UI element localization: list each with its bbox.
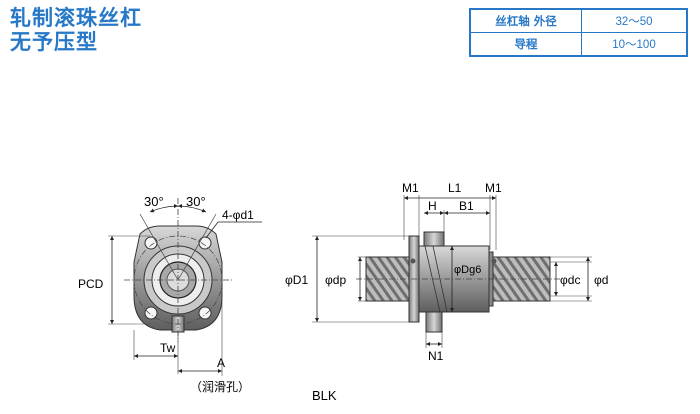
bolt-hole-tr: [198, 236, 212, 250]
n1-label: N1: [428, 349, 444, 363]
bolt-hole-tl: [144, 236, 158, 250]
d1-label: φD1: [285, 273, 308, 287]
pcd-label: PCD: [78, 277, 104, 291]
bolt-hole-br: [198, 306, 212, 320]
model-label: BLK: [312, 388, 337, 403]
a-label: A: [217, 356, 225, 370]
tw-label: Tw: [160, 341, 176, 355]
spec-value-shaft-diameter: 32～50: [581, 8, 688, 33]
side-view: M1 L1 M1 H B1 φD1 φdp φDg6 φdc φd N1: [285, 181, 608, 363]
title-line-2: 无予压型: [10, 30, 98, 54]
bolt-hole-label: 4-φd1: [222, 208, 254, 222]
spec-row-lead: 导程 10～100: [469, 32, 688, 57]
spec-row-shaft-diameter: 丝杠轴 外径 32～50: [469, 8, 688, 33]
spec-label-shaft-diameter: 丝杠轴 外径: [469, 8, 582, 33]
spec-label-lead: 导程: [469, 32, 582, 57]
title-line-1: 轧制滚珠丝杠: [10, 6, 142, 30]
dc-label: φdc: [560, 273, 580, 287]
l1-label: L1: [448, 181, 462, 195]
lube-hole-label: （润滑孔）: [190, 380, 250, 394]
bolt-hole-bl: [144, 306, 158, 320]
m1-left-label: M1: [402, 181, 419, 195]
m1-right-label: M1: [485, 181, 502, 195]
spec-value-lead: 10～100: [581, 32, 688, 57]
angle-right-label: 30°: [186, 194, 206, 209]
angle-left-label: 30°: [144, 194, 164, 209]
side-lube-fitting: [425, 311, 443, 333]
spec-table: 丝杠轴 外径 32～50 导程 10～100: [469, 8, 688, 57]
page-title: 轧制滚珠丝杠 无予压型: [10, 6, 142, 54]
dp-label: φdp: [325, 273, 346, 287]
dg6-label: φDg6: [454, 264, 481, 276]
top-block: [423, 231, 445, 247]
front-view: 30° 30° 4-φd1 PCD Tw A （润滑孔）: [78, 194, 262, 394]
d-label: φd: [594, 273, 608, 287]
b1-label: B1: [459, 199, 474, 213]
h-label: H: [428, 199, 437, 213]
